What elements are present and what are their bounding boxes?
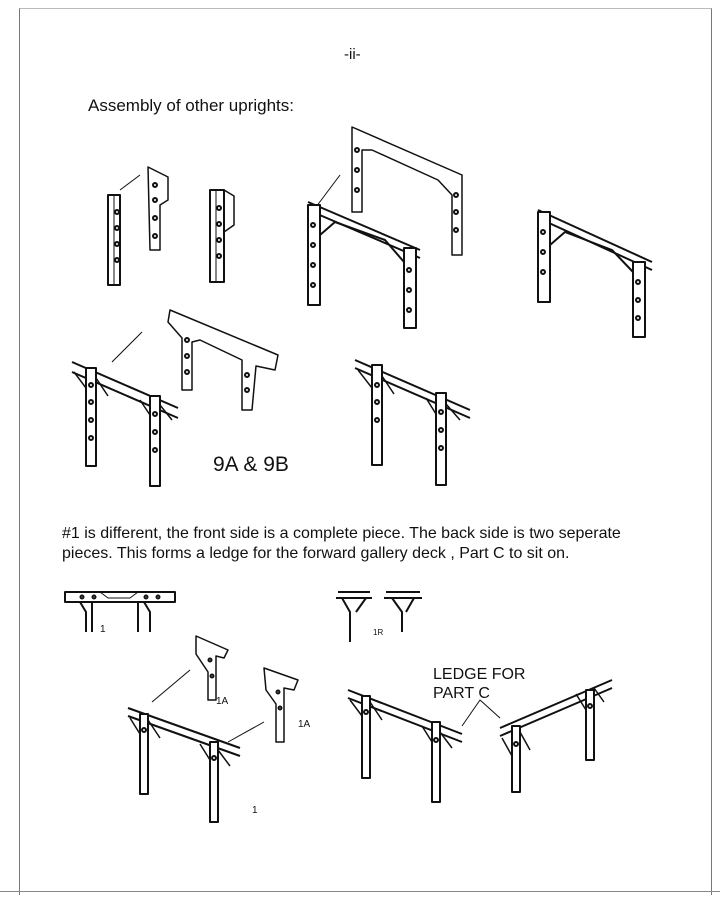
frame-9-assembled <box>354 359 471 486</box>
assembly-leader-line <box>315 174 341 208</box>
frame-9-lower <box>71 361 179 487</box>
paragraph-line: #1 is different, the front side is a com… <box>62 525 621 542</box>
page-number: -ii- <box>344 46 361 63</box>
ledge-callout-line: PART C <box>433 685 490 702</box>
part-1a-left <box>195 635 229 701</box>
part-1a-right <box>263 667 299 743</box>
upright-bracket-piece <box>147 166 169 251</box>
part-1-assembly-right <box>499 679 613 793</box>
instruction-paragraph: #1 is different, the front side is a com… <box>62 524 682 564</box>
page-border <box>19 8 712 895</box>
part-1-assembly-middle <box>347 689 463 803</box>
assembly-leader-line <box>227 721 265 743</box>
frame-assembled <box>537 209 653 338</box>
part-label: 1R <box>373 628 384 637</box>
upright-post-left <box>107 194 121 286</box>
frame-panel-exploded <box>351 126 463 256</box>
ledge-callout-line: LEDGE FOR <box>433 666 526 683</box>
part-label: 1A <box>298 719 311 730</box>
section-heading: Assembly of other uprights: <box>88 96 294 115</box>
part-1-assembly-left <box>127 707 241 823</box>
figure-caption: 9A & 9B <box>213 453 289 476</box>
upright-post-assembled <box>209 189 235 283</box>
ledge-pointer-lines <box>461 699 501 727</box>
bottom-rule <box>0 891 720 892</box>
part-label: 1 <box>100 624 106 635</box>
part-1r-back-pieces <box>336 591 422 642</box>
ledge-callout: LEDGE FOR PART C <box>433 665 525 703</box>
frame-lower-exploded <box>307 201 421 329</box>
frame-9-upper-panel <box>167 309 279 411</box>
assembly-leader-line <box>151 669 191 703</box>
assembly-leader-line <box>111 331 143 363</box>
part-label: 1A <box>216 696 229 707</box>
assembly-leader-line <box>119 174 141 191</box>
part-label: 1 <box>252 805 258 816</box>
paragraph-line: pieces. This forms a ledge for the forwa… <box>62 545 570 562</box>
part-1-front-piece <box>64 591 176 632</box>
